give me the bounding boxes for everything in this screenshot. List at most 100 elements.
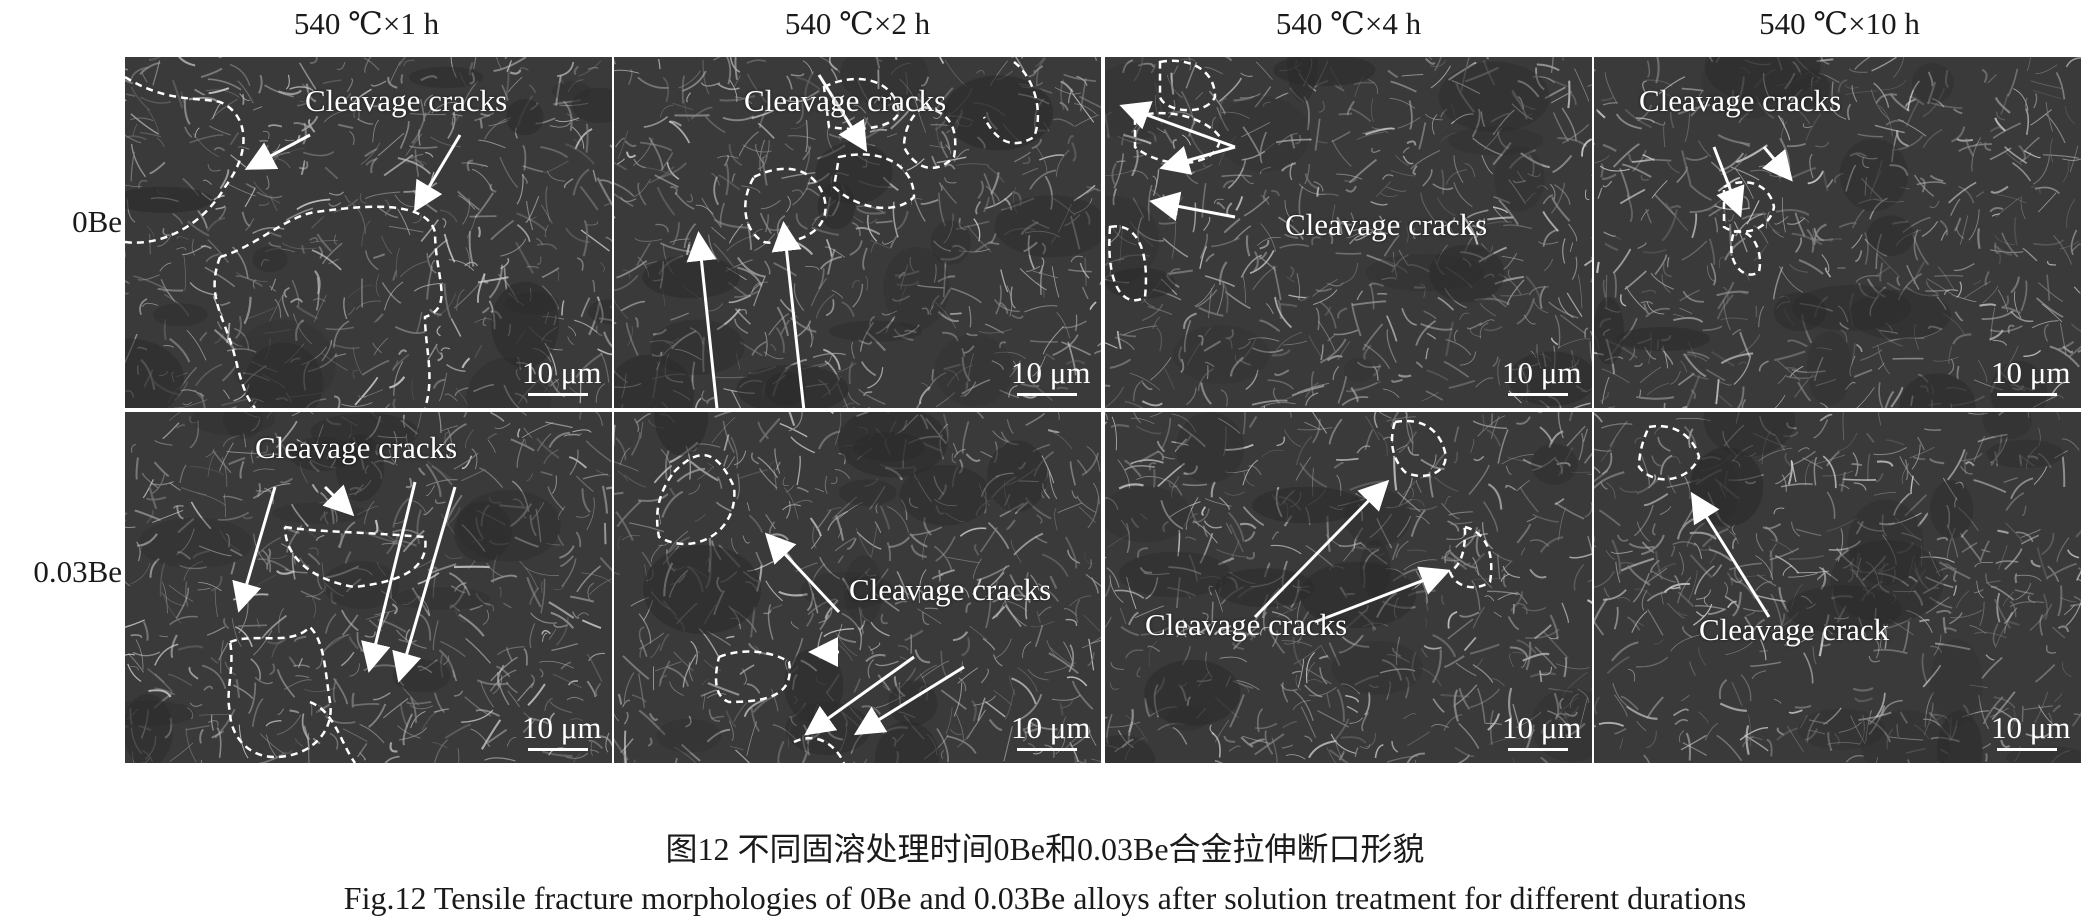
crack-outline [125, 75, 245, 244]
scale-bar-line [1997, 393, 2057, 396]
annotation-arrow [1149, 191, 1236, 222]
crack-outline [655, 453, 736, 546]
scale-bar-label: 10 μm [1502, 710, 1582, 745]
crack-outline [1133, 111, 1222, 165]
column-title-10h: 540 ℃×10 h [1759, 6, 1920, 41]
annotation-overlay [655, 453, 965, 763]
column-title-1h: 540 ℃×1 h [293, 6, 440, 41]
scale-bar-line [1508, 393, 1568, 396]
annotation-arrow [1762, 146, 1793, 182]
scale-bar-line [1508, 748, 1568, 751]
annotation-arrow [804, 655, 915, 736]
cleavage-crack-label: Cleavage cracks [744, 83, 947, 118]
annotation-arrow [817, 74, 868, 153]
scale-bar: 10 μm [522, 355, 602, 396]
scale-bar: 10 μm [1502, 710, 1582, 751]
scale-bar-label: 10 μm [1502, 355, 1582, 390]
crack-outline [213, 205, 443, 408]
annotation-arrow [413, 134, 462, 213]
crack-outline [1108, 225, 1148, 302]
scale-bar-line [1997, 748, 2057, 751]
annotation-arrow [361, 481, 417, 673]
sem-panel-0be-col2: Cleavage cracks 10 μm [614, 57, 1101, 408]
cleavage-crack-label: Cleavage cracks [1285, 207, 1488, 242]
sem-micrograph-image [1594, 412, 2081, 763]
annotation-arrow [244, 133, 311, 170]
column-title-2h: 540 ℃×2 h [784, 6, 931, 41]
cleavage-crack-label: Cleavage cracks [1145, 607, 1348, 642]
scale-bar-line [1017, 393, 1077, 396]
sem-panel-003be-col2: Cleavage cracks 10 μm [614, 412, 1101, 763]
annotation-arrow [1690, 491, 1771, 618]
crack-outline [832, 153, 916, 210]
scale-bar-label: 10 μm [522, 355, 602, 390]
scale-bar: 10 μm [522, 710, 602, 751]
crack-outline [1730, 229, 1762, 276]
scale-bar-label: 10 μm [1011, 710, 1091, 745]
sem-panel-0be-col3: Cleavage cracks 10 μm [1105, 57, 1592, 408]
annotation-arrow [1314, 566, 1451, 624]
annotation-overlay [227, 481, 457, 763]
crack-outline [902, 105, 957, 169]
crack-outline [1158, 59, 1217, 112]
sem-micrograph-image [125, 57, 612, 408]
scale-bar: 10 μm [1502, 355, 1582, 396]
annotation-arrow [1159, 145, 1236, 175]
figure-caption-chinese: 图12 不同固溶处理时间0Be和0.03Be合金拉伸断口形貌 [665, 831, 1425, 867]
scale-bar-label: 10 μm [1011, 355, 1091, 390]
sem-micrograph-image [614, 412, 1101, 763]
sem-micrograph-image [125, 412, 612, 763]
crack-outline [793, 736, 846, 763]
sem-panel-003be-col1: Cleavage cracks 10 μm [125, 412, 612, 763]
crack-outline [1448, 525, 1493, 589]
annotation-arrow [322, 484, 355, 517]
sem-panel-0be-col1: Cleavage cracks 10 μm [125, 57, 612, 408]
crack-outline [714, 650, 791, 704]
annotation-arrow [392, 486, 457, 683]
scale-bar-label: 10 μm [1991, 710, 2071, 745]
scale-bar: 10 μm [1011, 710, 1091, 751]
figure-caption-english: Fig.12 Tensile fracture morphologies of … [343, 880, 1747, 916]
crack-outline [227, 625, 332, 759]
crack-outline [744, 167, 827, 245]
annotation-overlay [125, 75, 462, 408]
cleavage-crack-label: Cleavage crack [1699, 612, 1890, 647]
cleavage-crack-label: Cleavage cracks [255, 430, 458, 465]
scale-bar: 10 μm [1991, 355, 2071, 396]
sem-panel-003be-col4: Cleavage crack 10 μm [1594, 412, 2081, 763]
annotation-overlay [686, 61, 1040, 408]
row-label-0be: 0Be [72, 204, 122, 239]
scale-bar-line [528, 748, 588, 751]
sem-micrograph-image [1105, 412, 1592, 763]
annotation-arrow [1253, 479, 1390, 619]
scale-bar-line [528, 393, 588, 396]
column-title-4h: 540 ℃×4 h [1275, 6, 1422, 41]
annotation-arrow [686, 231, 719, 408]
annotation-arrow [764, 532, 841, 614]
annotation-overlay [1712, 146, 1793, 276]
crack-outline [283, 525, 427, 589]
crack-outline [1637, 424, 1701, 481]
crack-outline [309, 700, 357, 763]
crack-outline [1390, 419, 1447, 478]
annotation-arrow [1712, 146, 1745, 218]
cleavage-crack-label: Cleavage cracks [849, 572, 1052, 607]
annotation-overlay [1253, 419, 1493, 624]
scale-bar-line [1017, 748, 1077, 751]
scale-bar: 10 μm [1011, 355, 1091, 396]
cleavage-crack-label: Cleavage cracks [305, 83, 508, 118]
scale-bar-label: 10 μm [1991, 355, 2071, 390]
crack-outline [982, 61, 1040, 145]
annotation-arrow [232, 486, 277, 613]
annotation-overlay [1108, 59, 1236, 302]
annotation-arrow [1119, 101, 1236, 149]
scale-bar-label: 10 μm [522, 710, 602, 745]
sem-panel-003be-col3: Cleavage cracks 10 μm [1105, 412, 1592, 763]
scale-bar: 10 μm [1991, 710, 2071, 751]
annotation-arrow [771, 221, 806, 408]
annotation-overlay [1637, 424, 1771, 618]
sem-micrograph-image [1594, 57, 2081, 408]
annotation-arrow [853, 665, 965, 736]
row-label-003be: 0.03Be [33, 554, 122, 589]
